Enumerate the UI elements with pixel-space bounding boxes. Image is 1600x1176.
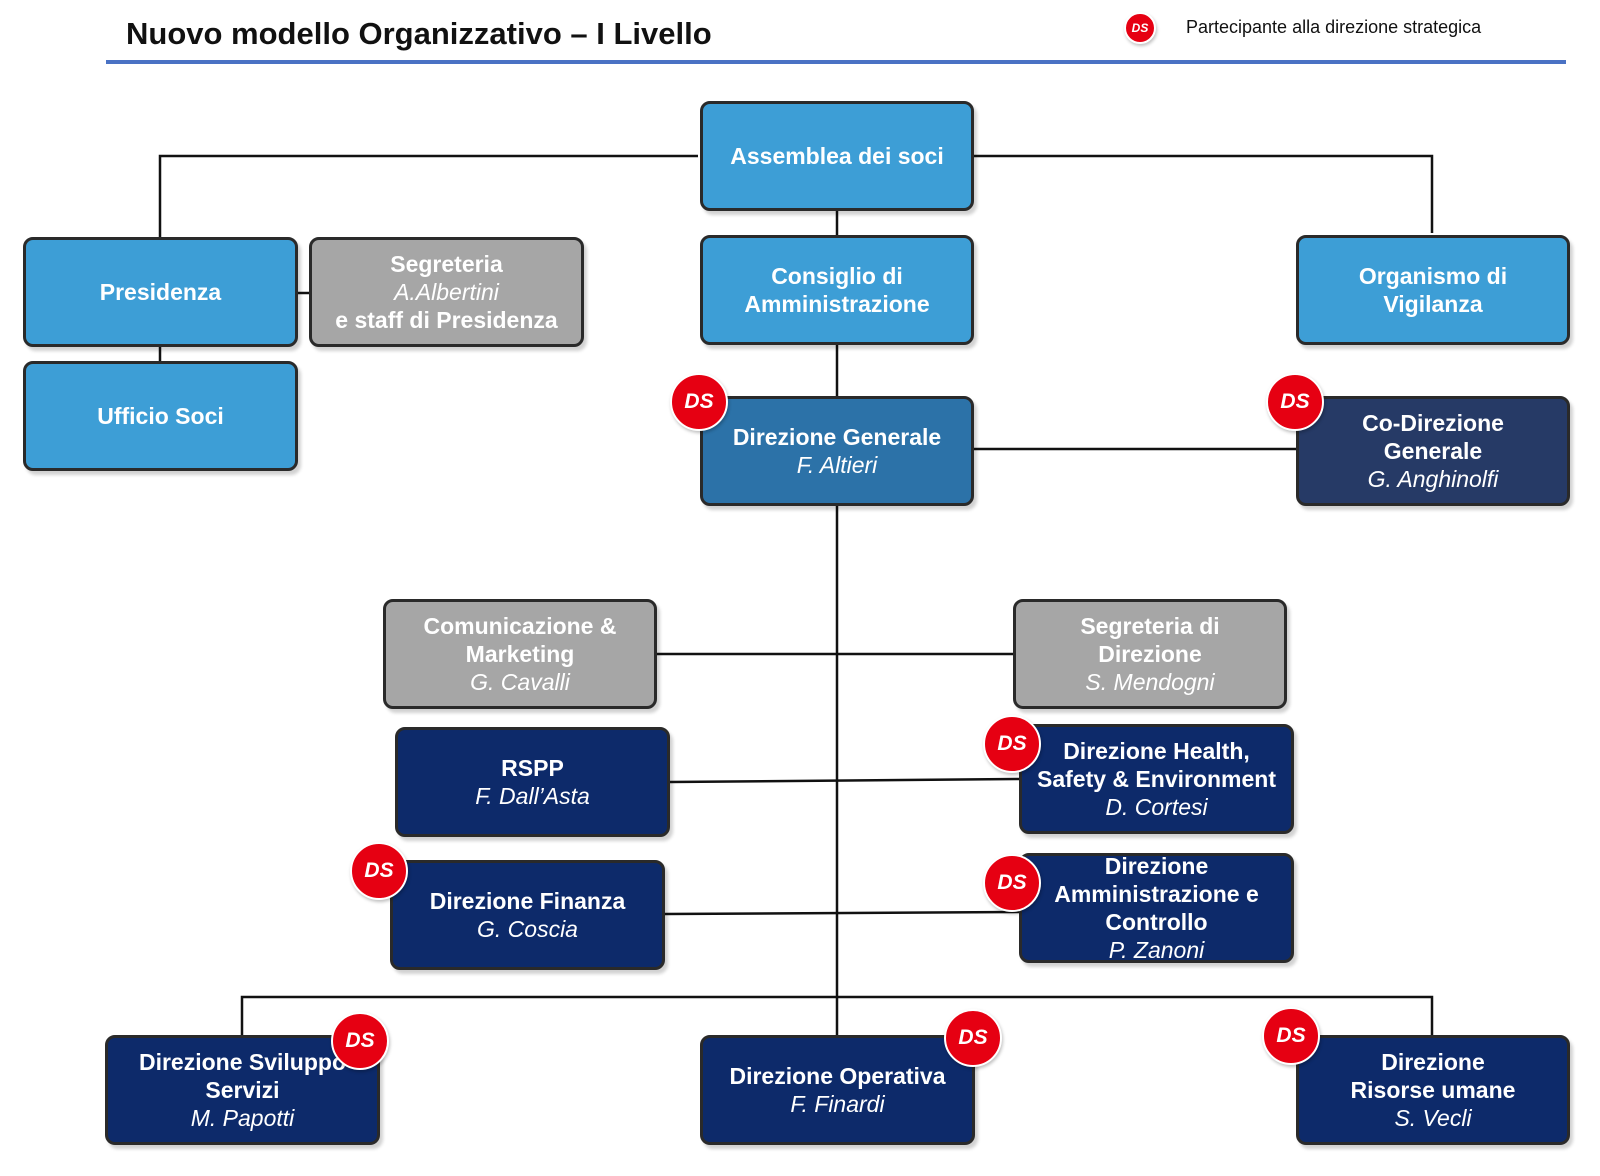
node-person: M. Papotti (190, 1105, 295, 1131)
node-operativa: Direzione Operativa F. Finardi (700, 1035, 975, 1145)
node-title: Co-Direzione Generale (1362, 410, 1504, 464)
node-person: G. Cavalli (470, 669, 570, 695)
node-person: G. Coscia (477, 916, 578, 942)
legend-ds-badge: DS (1124, 12, 1156, 44)
ds-badge-operativa: DS (944, 1009, 1002, 1067)
line-rspp-hse (669, 777, 1021, 784)
node-assemblea: Assemblea dei soci (700, 101, 974, 211)
node-title: Segreteria (390, 251, 503, 277)
node-title: Assemblea dei soci (730, 143, 944, 169)
title-rule (106, 60, 1566, 64)
node-title: Ufficio Soci (97, 403, 224, 429)
node-presidenza: Presidenza (23, 237, 298, 347)
node-title: Consiglio di Amministrazione (744, 263, 930, 317)
node-title: Direzione Finanza (429, 888, 626, 914)
node-title: Comunicazione & Marketing (423, 613, 617, 667)
node-title: Direzione Health, Safety & Environment (1037, 738, 1276, 792)
node-title: Direzione Amministrazione e Controllo (1054, 853, 1259, 935)
line-finanza-amministrazione (664, 910, 1021, 916)
node-co-direzione: Co-Direzione Generale G. Anghinolfi (1296, 396, 1570, 506)
node-title: Direzione Sviluppo Servizi (138, 1049, 347, 1103)
node-person: G. Anghinolfi (1367, 466, 1499, 492)
node-risorse: Direzione Risorse umane S. Vecli (1296, 1035, 1570, 1145)
node-person: F. Altieri (796, 452, 878, 478)
line-bottom-bar (240, 995, 1434, 1036)
node-title: Direzione Risorse umane (1350, 1049, 1516, 1103)
node-hse: Direzione Health, Safety & Environment D… (1019, 724, 1294, 834)
node-ufficio-soci: Ufficio Soci (23, 361, 298, 471)
node-finanza: Direzione Finanza G. Coscia (390, 860, 665, 970)
node-amministrazione: Direzione Amministrazione e Controllo P.… (1019, 853, 1294, 963)
node-person: S. Mendogni (1085, 669, 1215, 695)
node-person: A.Albertini (394, 279, 499, 305)
node-rspp: RSPP F. Dall’Asta (395, 727, 670, 837)
node-person: S. Vecli (1394, 1105, 1472, 1131)
node-comunicazione: Comunicazione & Marketing G. Cavalli (383, 599, 657, 709)
legend-text: Partecipante alla direzione strategica (1186, 17, 1482, 37)
node-title: Direzione Operativa (729, 1063, 946, 1089)
ds-badge-hse: DS (983, 715, 1041, 773)
page-title: Nuovo modello Organizzativo – I Livello (126, 16, 712, 51)
ds-badge-sviluppo: DS (331, 1012, 389, 1070)
node-segreteria-direzione: Segreteria di Direzione S. Mendogni (1013, 599, 1287, 709)
line-assemblea-organismo (972, 154, 1434, 233)
node-title: Presidenza (99, 279, 222, 305)
ds-badge-amministrazione: DS (983, 854, 1041, 912)
ds-badge-co-direzione: DS (1266, 373, 1324, 431)
node-person: D. Cortesi (1105, 794, 1208, 820)
node-person: P. Zanoni (1108, 937, 1205, 963)
node-person: F. Finardi (790, 1091, 885, 1117)
line-assemblea-presidenza (158, 154, 698, 238)
node-consiglio: Consiglio di Amministrazione (700, 235, 974, 345)
node-title: Organismo di Vigilanza (1358, 263, 1508, 317)
node-segreteria: Segreteria A.Albertini e staff di Presid… (309, 237, 584, 347)
ds-badge-direzione-generale: DS (670, 373, 728, 431)
node-subtitle: e staff di Presidenza (335, 307, 558, 333)
node-person: F. Dall’Asta (475, 783, 590, 809)
node-direzione-generale: Direzione Generale F. Altieri (700, 396, 974, 506)
node-title: RSPP (501, 755, 564, 781)
node-organismo: Organismo di Vigilanza (1296, 235, 1570, 345)
ds-badge-risorse: DS (1262, 1007, 1320, 1065)
node-title: Segreteria di Direzione (1080, 613, 1220, 667)
ds-badge-finanza: DS (350, 842, 408, 900)
node-title: Direzione Generale (732, 424, 942, 450)
